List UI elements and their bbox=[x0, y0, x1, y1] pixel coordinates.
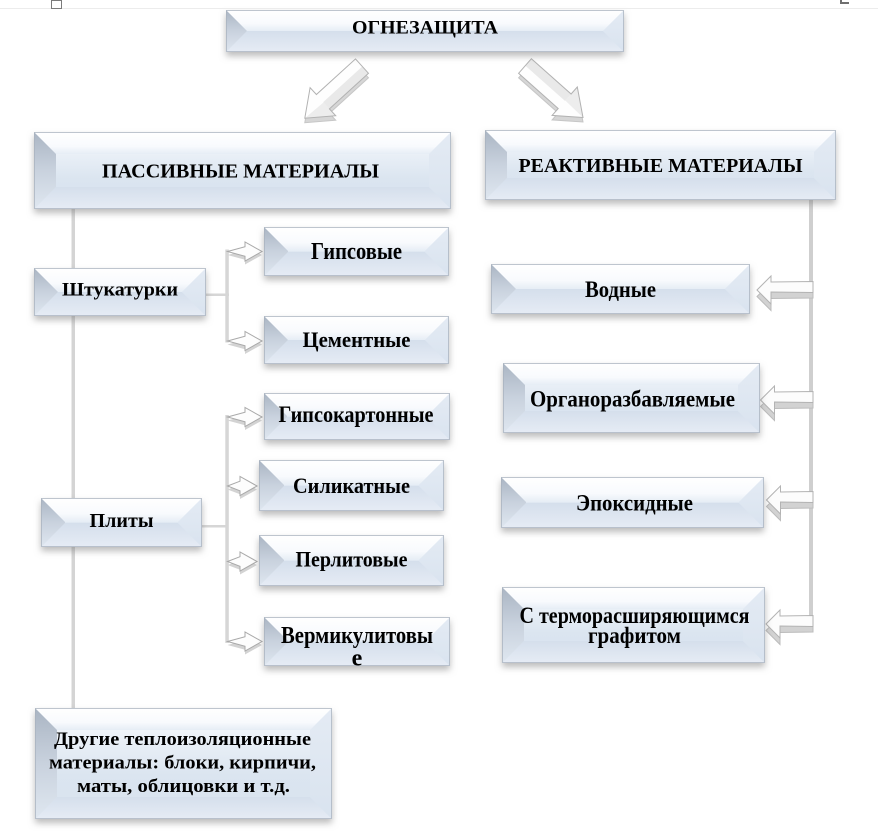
svg-text:Вермикулитовы: Вермикулитовы bbox=[281, 623, 433, 649]
svg-text:РЕАКТИВНЫЕ МАТЕРИАЛЫ: РЕАКТИВНЫЕ МАТЕРИАЛЫ bbox=[519, 155, 803, 177]
svg-text:С терморасширяющимся: С терморасширяющимся bbox=[520, 603, 750, 628]
svg-text:материалы: блоки, кирпичи,: материалы: блоки, кирпичи, bbox=[49, 753, 316, 774]
svg-text:графитом: графитом bbox=[588, 623, 681, 648]
svg-text:Штукатурки: Штукатурки bbox=[62, 280, 178, 301]
svg-text:ПАССИВНЫЕ МАТЕРИАЛЫ: ПАССИВНЫЕ МАТЕРИАЛЫ bbox=[102, 161, 379, 183]
svg-text:Плиты: Плиты bbox=[90, 510, 154, 532]
svg-text:Цементные: Цементные bbox=[303, 327, 411, 352]
svg-text:маты, облицовки и т.д.: маты, облицовки и т.д. bbox=[77, 776, 290, 797]
svg-text:е: е bbox=[352, 646, 363, 667]
svg-text:ОГНЕЗАЩИТА: ОГНЕЗАЩИТА bbox=[352, 18, 498, 39]
svg-text:Гипсокартонные: Гипсокартонные bbox=[279, 402, 434, 428]
svg-text:Другие теплоизоляционные: Другие теплоизоляционные bbox=[54, 729, 311, 750]
svg-text:Органоразбавляемые: Органоразбавляемые bbox=[530, 387, 735, 413]
svg-text:Силикатные: Силикатные bbox=[293, 473, 410, 498]
svg-text:Эпоксидные: Эпоксидные bbox=[576, 491, 693, 517]
svg-text:Гипсовые: Гипсовые bbox=[311, 239, 402, 265]
svg-text:Перлитовые: Перлитовые bbox=[296, 547, 408, 572]
svg-text:Водные: Водные bbox=[585, 277, 656, 302]
